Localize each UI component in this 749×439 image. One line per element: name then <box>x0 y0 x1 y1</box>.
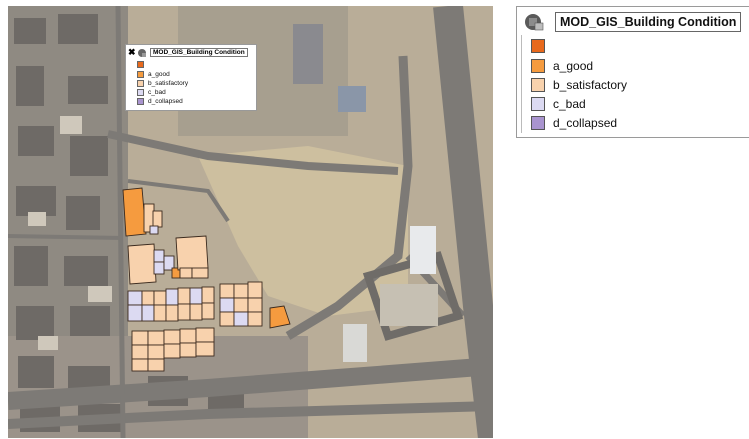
legend-swatch <box>137 80 144 87</box>
parcel-satisfactory <box>179 342 197 358</box>
layer-stack-icon <box>136 47 148 58</box>
parcel-satisfactory <box>131 330 149 346</box>
legend-swatch <box>137 98 144 105</box>
parcel-satisfactory <box>127 243 157 285</box>
parcel-satisfactory <box>163 329 181 345</box>
legend-item-satisfactory: b_satisfactory <box>531 78 627 92</box>
parcel-bad <box>163 255 175 271</box>
parcel-good <box>122 187 147 237</box>
layer-title[interactable]: MOD_GIS_Building Condition <box>555 12 742 32</box>
inset-legend-item-collapsed: d_collapsed <box>137 98 183 105</box>
legend-label: d_collapsed <box>553 116 618 130</box>
parcel-satisfactory <box>233 297 249 313</box>
parcel-satisfactory <box>219 311 235 327</box>
legend-item-good: a_good <box>531 59 593 73</box>
legend-swatch <box>137 89 144 96</box>
parcel-satisfactory <box>179 328 197 344</box>
white-building-south <box>343 324 367 362</box>
legend-label: b_satisfactory <box>148 80 189 87</box>
legend-item-bad: c_bad <box>531 97 586 111</box>
parcel-satisfactory <box>189 303 203 321</box>
legend-swatch <box>531 78 545 92</box>
legend-swatch <box>531 59 545 73</box>
satellite-map[interactable]: ✖ MOD_GIS_Building Condition a_good b_sa… <box>8 6 493 438</box>
layer-stack-icon <box>521 11 547 33</box>
parcel-satisfactory <box>177 287 191 305</box>
parcel-bad <box>153 261 165 275</box>
parcel-satisfactory <box>131 344 149 360</box>
white-warehouse <box>410 226 436 274</box>
parcel-satisfactory <box>247 297 263 313</box>
parcel-bad <box>127 304 143 322</box>
parcel-satisfactory <box>247 281 263 299</box>
parcel-satisfactory <box>147 358 165 372</box>
legend-label: c_bad <box>553 97 586 111</box>
parcel-satisfactory <box>175 235 209 271</box>
parcel-satisfactory <box>152 210 163 228</box>
legend-heading-swatch <box>531 39 553 53</box>
parcel-satisfactory <box>153 304 167 322</box>
inset-legend-item-bad: c_bad <box>137 89 166 96</box>
tree-line <box>521 35 522 133</box>
parcel-satisfactory <box>195 341 215 357</box>
parcel-satisfactory <box>195 327 215 343</box>
parcel-satisfactory <box>201 286 215 304</box>
inset-legend-item-satisfactory: b_satisfactory <box>137 80 188 87</box>
parcel-bad <box>127 290 143 306</box>
legend-label: a_good <box>148 71 170 78</box>
legend-swatch <box>531 116 545 130</box>
construction-structure <box>293 24 323 84</box>
legend-header: MOD_GIS_Building Condition <box>521 11 742 33</box>
parcel-bad <box>189 287 203 305</box>
parcel-satisfactory <box>147 344 165 360</box>
building-condition-parcels <box>122 187 291 372</box>
parcel-satisfactory <box>247 311 263 327</box>
heading-swatch <box>531 39 545 53</box>
parcel-satisfactory <box>177 303 191 321</box>
legend-swatch <box>531 97 545 111</box>
parcel-satisfactory <box>163 343 181 359</box>
parcel-bad <box>141 304 155 322</box>
roads <box>8 6 493 438</box>
parcel-bad <box>165 288 179 306</box>
parcel-satisfactory <box>131 358 149 372</box>
parcel-bad <box>149 225 159 235</box>
parcel-satisfactory <box>233 283 249 299</box>
map-inset-legend: ✖ MOD_GIS_Building Condition a_good b_sa… <box>125 44 257 111</box>
construction-structure-2 <box>338 86 366 112</box>
parcel-satisfactory <box>165 304 179 322</box>
parcel-satisfactory <box>191 267 209 279</box>
parcel-satisfactory <box>201 302 215 320</box>
parcel-satisfactory <box>219 283 235 299</box>
parcel-satisfactory <box>179 267 193 279</box>
parcel-bad <box>153 249 165 263</box>
legend-label: d_collapsed <box>148 98 183 105</box>
parcel-satisfactory <box>147 330 165 346</box>
inset-legend-heading-swatch <box>137 61 148 68</box>
heading-swatch <box>137 61 144 68</box>
open-ground <box>198 146 408 316</box>
parcel-bad <box>233 311 249 327</box>
parcel-good <box>269 305 291 329</box>
inset-legend-item-good: a_good <box>137 71 170 78</box>
legend-swatch <box>137 71 144 78</box>
layer-legend-panel: MOD_GIS_Building Condition a_good b_sati… <box>516 6 749 138</box>
parcel-satisfactory <box>141 290 155 306</box>
parcel-satisfactory <box>153 290 167 306</box>
legend-label: b_satisfactory <box>553 78 628 92</box>
close-icon[interactable]: ✖ <box>128 47 136 57</box>
legend-label: a_good <box>553 59 594 73</box>
legend-label: c_bad <box>148 89 166 96</box>
legend-item-collapsed: d_collapsed <box>531 116 617 130</box>
parcel-bad <box>219 297 235 313</box>
compound-east <box>380 284 438 326</box>
inset-legend-header: ✖ MOD_GIS_Building Condition <box>128 47 248 58</box>
inset-layer-title[interactable]: MOD_GIS_Building Condition <box>150 48 248 57</box>
